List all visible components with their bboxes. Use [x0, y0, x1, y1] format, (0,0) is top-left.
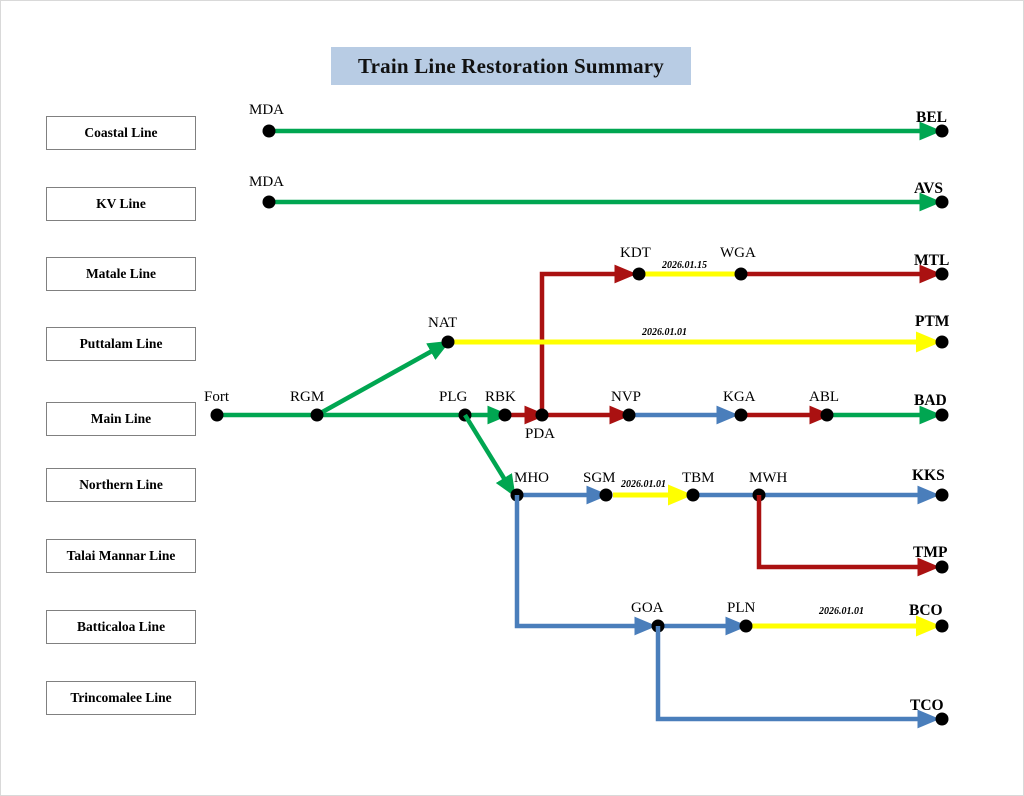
station-node-mtl[interactable]	[935, 267, 949, 281]
station-label-goa: GOA	[631, 600, 664, 616]
route-coastal-line: MDA BEL	[249, 102, 949, 141]
station-node-bad[interactable]	[935, 408, 949, 422]
station-node-fort[interactable]	[210, 408, 224, 422]
segment-plg-mho[interactable]	[463, 413, 516, 498]
route-puttalam-line: NAT PTM 2026.01.01	[315, 313, 950, 417]
station-label-pda: PDA	[525, 426, 555, 442]
station-node-rgm[interactable]	[310, 408, 324, 422]
segment-mho-goa[interactable]	[514, 495, 657, 636]
station-label-mwh: MWH	[749, 470, 787, 486]
legend-label: Talai Mannar Line	[66, 548, 176, 563]
legend-box-kv-line[interactable]: KV Line	[46, 187, 196, 221]
station-label-avs: AVS	[914, 180, 943, 197]
station-label-nvp: NVP	[611, 389, 641, 405]
legend-box-trincomalee-line[interactable]: Trincomalee Line	[46, 681, 196, 715]
station-node-tbm[interactable]	[686, 488, 700, 502]
station-node-nvp[interactable]	[622, 408, 636, 422]
station-label-pln: PLN	[727, 600, 756, 616]
date-label-matale: 2026.01.15	[661, 260, 707, 271]
station-node-bel[interactable]	[935, 124, 949, 138]
route-talai-mannar-line: TMP	[756, 495, 949, 577]
station-label-ptm: PTM	[915, 313, 950, 330]
station-label-mtl: MTL	[914, 252, 949, 269]
legend-box-talai-mannar-line[interactable]: Talai Mannar Line	[46, 539, 196, 573]
route-matale-line: KDT WGA MTL 2026.01.15	[539, 245, 949, 415]
legend-box-batticaloa-line[interactable]: Batticaloa Line	[46, 610, 196, 644]
station-node-mda-kv[interactable]	[262, 195, 276, 209]
station-label-abl: ABL	[809, 389, 839, 405]
station-node-pda[interactable]	[535, 408, 549, 422]
station-label-rbk: RBK	[485, 389, 516, 405]
segment-goa-tco[interactable]	[655, 626, 940, 729]
station-node-avs[interactable]	[935, 195, 949, 209]
station-label-kdt: KDT	[620, 245, 651, 261]
legend-label: Main Line	[90, 411, 152, 426]
date-label-batticaloa: 2026.01.01	[818, 606, 864, 617]
station-label-tco: TCO	[910, 697, 944, 714]
station-node-kdt[interactable]	[632, 267, 646, 281]
station-label-bad: BAD	[914, 392, 947, 409]
legend-label: Matale Line	[85, 266, 157, 281]
legend-label: Batticaloa Line	[76, 619, 166, 634]
legend-box-coastal-line[interactable]: Coastal Line	[46, 116, 196, 150]
station-node-kga[interactable]	[734, 408, 748, 422]
route-batticaloa-line: GOA PLN BCO 2026.01.01	[514, 495, 949, 637]
station-node-pln[interactable]	[739, 619, 753, 633]
station-node-rbk[interactable]	[498, 408, 512, 422]
segment-pda-kdt[interactable]	[539, 264, 637, 415]
station-node-ptm[interactable]	[935, 335, 949, 349]
station-label-nat: NAT	[428, 315, 457, 331]
legend-box-matale-line[interactable]: Matale Line	[46, 257, 196, 291]
station-label-bco: BCO	[909, 602, 943, 619]
legend-label: Northern Line	[79, 477, 163, 492]
station-node-bco[interactable]	[935, 619, 949, 633]
legend-label: KV Line	[96, 196, 146, 211]
segment-mwh-tmp[interactable]	[756, 495, 940, 577]
station-node-mda-coastal[interactable]	[262, 124, 276, 138]
station-label-fort: Fort	[204, 389, 230, 405]
station-label-rgm: RGM	[290, 389, 324, 405]
legend-label: Trincomalee Line	[70, 690, 172, 705]
station-label-tmp: TMP	[913, 544, 948, 561]
station-node-tco[interactable]	[935, 712, 949, 726]
station-node-nat[interactable]	[441, 335, 455, 349]
station-label-wga: WGA	[720, 245, 756, 261]
station-label-mho: MHO	[514, 470, 549, 486]
page-title: Train Line Restoration Summary	[357, 53, 665, 78]
legend-box-main-line[interactable]: Main Line	[46, 402, 196, 436]
station-label-mda-coastal: MDA	[249, 102, 284, 118]
route-northern-line: MHO SGM TBM MWH KKS 2026.01.01	[463, 413, 949, 506]
station-label-tbm: TBM	[682, 470, 715, 486]
legend-label: Coastal Line	[84, 125, 158, 140]
legend-box-northern-line[interactable]: Northern Line	[46, 468, 196, 502]
legend-box-puttalam-line[interactable]: Puttalam Line	[46, 327, 196, 361]
legend-label: Puttalam Line	[79, 336, 163, 351]
route-main-line: Fort RGM PLG RBK PDA NVP KGA ABL BAD	[204, 389, 949, 442]
station-label-plg: PLG	[439, 389, 468, 405]
station-label-mda-kv: MDA	[249, 174, 284, 190]
station-label-bel: BEL	[916, 109, 947, 126]
station-label-sgm: SGM	[583, 470, 616, 486]
station-node-sgm[interactable]	[599, 488, 613, 502]
station-node-kks[interactable]	[935, 488, 949, 502]
segment-rgm-nat[interactable]	[315, 340, 451, 417]
date-label-northern: 2026.01.01	[620, 479, 666, 490]
station-label-kga: KGA	[723, 389, 756, 405]
station-node-wga[interactable]	[734, 267, 748, 281]
station-label-kks: KKS	[912, 467, 945, 484]
station-node-abl[interactable]	[820, 408, 834, 422]
route-kv-line: MDA AVS	[249, 174, 949, 212]
route-trincomalee-line: TCO	[655, 626, 949, 729]
station-node-tmp[interactable]	[935, 560, 949, 574]
date-label-puttalam: 2026.01.01	[641, 327, 687, 338]
page-title-banner: Train Line Restoration Summary	[331, 47, 691, 85]
